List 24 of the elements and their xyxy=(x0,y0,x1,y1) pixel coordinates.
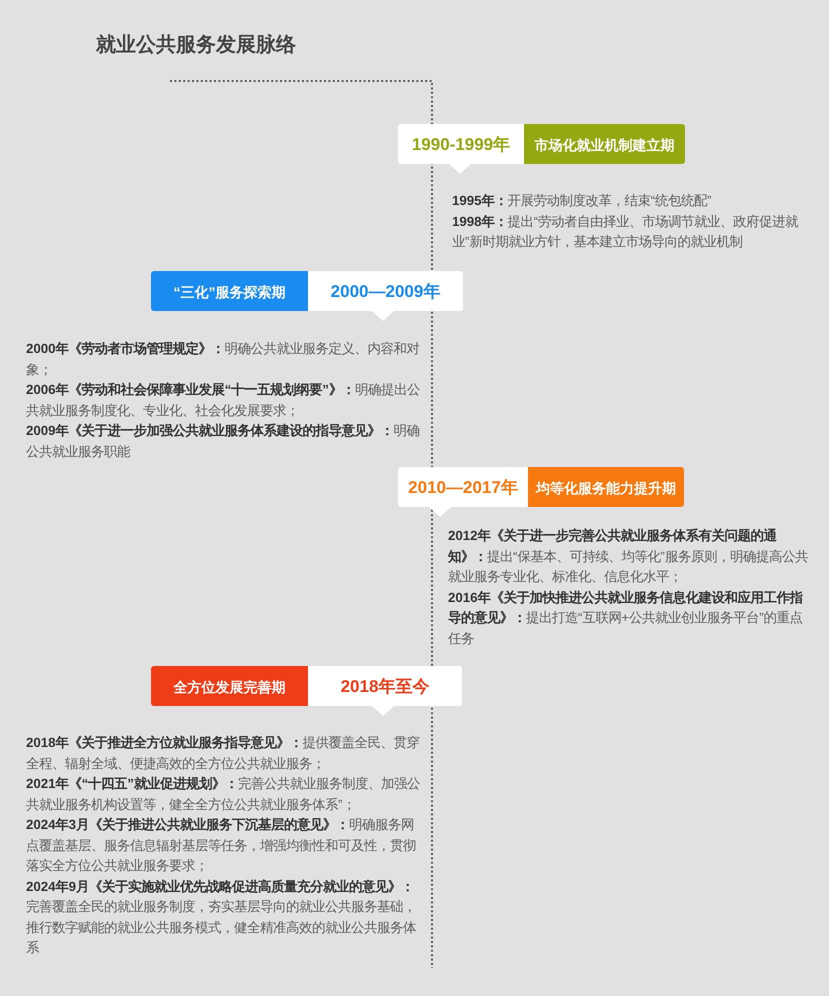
policy-note: 2000年《劳动者市场管理规定》：明确公共就业服务定义、内容和对象； xyxy=(26,340,421,378)
period-years: 1990-1999年 xyxy=(412,134,510,156)
period-banner xyxy=(398,467,684,517)
policy-note: 2018年《关于推进全方位就业服务指导意见》：提供覆盖全民、贯穿全程、辐射全域、便捷高效的全方位公共就业服务； xyxy=(26,734,421,772)
policy-note: 1998年：提出“劳动者自由择业、市场调节就业、政府促进就业”新时期就业方针，基本建立市场导向的就业机制 xyxy=(452,212,800,251)
period-banner xyxy=(151,666,462,716)
policy-note: 2024年9月《关于实施就业优先战略促进高质量充分就业的意见》：完善覆盖全民的就业服务制度，夯实基层导向的就业公共服务基础，推行数字赋能的就业公共服务模式，健全精准高效的就业公共服务体系 xyxy=(26,878,417,957)
period-banner xyxy=(398,124,685,174)
period-years: 2010—2017年 xyxy=(408,476,518,499)
diagram-title: 就业公共服务发展脉络 xyxy=(96,32,296,58)
policy-note: 1995年：开展劳动制度改革，结束“统包统配” xyxy=(452,192,712,210)
phase-title: “三化”服务探索期 xyxy=(174,283,286,302)
policy-note: 2024年3月《关于推进公共就业服务下沉基层的意见》：明确服务网点覆盖基层、服务信息辐射基层等任务，增强均衡性和可及性，贯彻落实全方位公共就业服务要求； xyxy=(26,816,417,875)
period-years: 2000—2009年 xyxy=(330,280,440,303)
policy-note: 2016年《关于加快推进公共就业服务信息化建设和应用工作指导的意见》：提出打造“互联网+公共就业创业服务平台”的重点任务 xyxy=(448,588,804,648)
phase-title: 均等化服务能力提升期 xyxy=(536,479,676,498)
policy-note: 2009年《关于进一步加强公共就业服务体系建设的指导意见》：明确公共就业服务职能 xyxy=(26,422,421,460)
policy-note: 2012年《关于进一步完善公共就业服务体系有关问题的通知》：提出“保基本、可持续、均等化”服务原则，明确提高公共就业服务专业化、标准化、信息化水平； xyxy=(448,527,808,586)
policy-note: 2006年《劳动和社会保障事业发展“十一五规划纲要”》：明确提出公共就业服务制度化、专业化、社会化发展要求； xyxy=(26,381,421,420)
period-years: 2018年至今 xyxy=(340,676,430,698)
period-banner xyxy=(151,271,463,321)
phase-title: 市场化就业机制建立期 xyxy=(534,136,674,156)
phase-title: 全方位发展完善期 xyxy=(174,678,286,698)
policy-note: 2021年《“十四五”就业促进规划》：完善公共就业服务制度、加强公共就业服务机构设置等，健全全方位公共就业服务体系”； xyxy=(26,775,421,814)
